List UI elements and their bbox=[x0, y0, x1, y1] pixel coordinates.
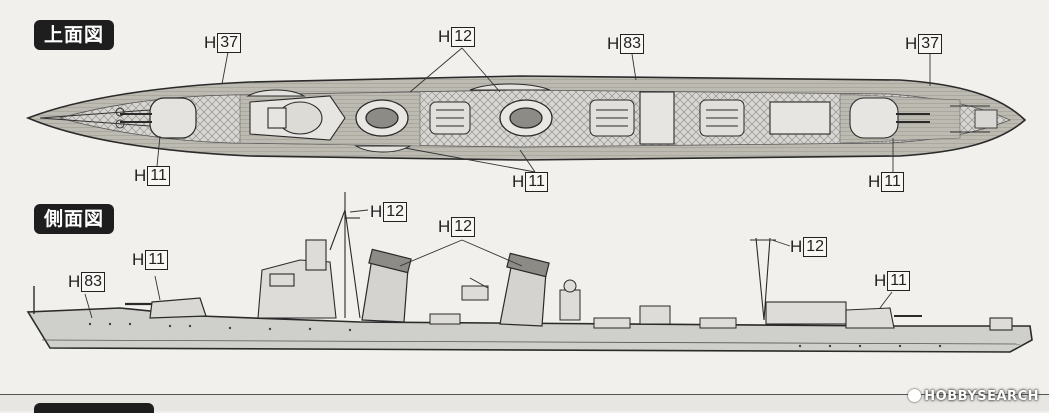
top-torpedo-mounts bbox=[429, 99, 745, 137]
side-view-section-label: 側面図 bbox=[34, 204, 115, 234]
top-aft-structure bbox=[639, 91, 930, 145]
next-section-tab-stub bbox=[34, 403, 154, 413]
side-mid-equipment bbox=[429, 277, 737, 329]
side-funnels bbox=[361, 248, 550, 327]
top-boats bbox=[246, 83, 551, 153]
hobby-search-logo-icon bbox=[908, 389, 922, 402]
top-funnels bbox=[355, 99, 553, 137]
top-leader-lines bbox=[156, 47, 931, 173]
side-leader-lines bbox=[84, 209, 893, 319]
side-view-drawing bbox=[26, 192, 1033, 353]
top-view-section-label: 上面図 bbox=[34, 20, 115, 50]
hobby-search-watermark: HOBBYSEARCH bbox=[908, 389, 1039, 404]
side-bridge bbox=[257, 192, 361, 319]
page-bottom-edge bbox=[0, 394, 1049, 411]
side-forward-turret bbox=[125, 297, 207, 319]
top-forward-turret bbox=[120, 97, 197, 139]
top-view-drawing bbox=[25, 47, 1027, 173]
side-aft-structure bbox=[750, 237, 1013, 331]
top-anchor-gear bbox=[39, 107, 151, 129]
side-portholes bbox=[88, 322, 942, 348]
top-bridge bbox=[249, 95, 346, 141]
top-stern-details bbox=[950, 105, 998, 133]
